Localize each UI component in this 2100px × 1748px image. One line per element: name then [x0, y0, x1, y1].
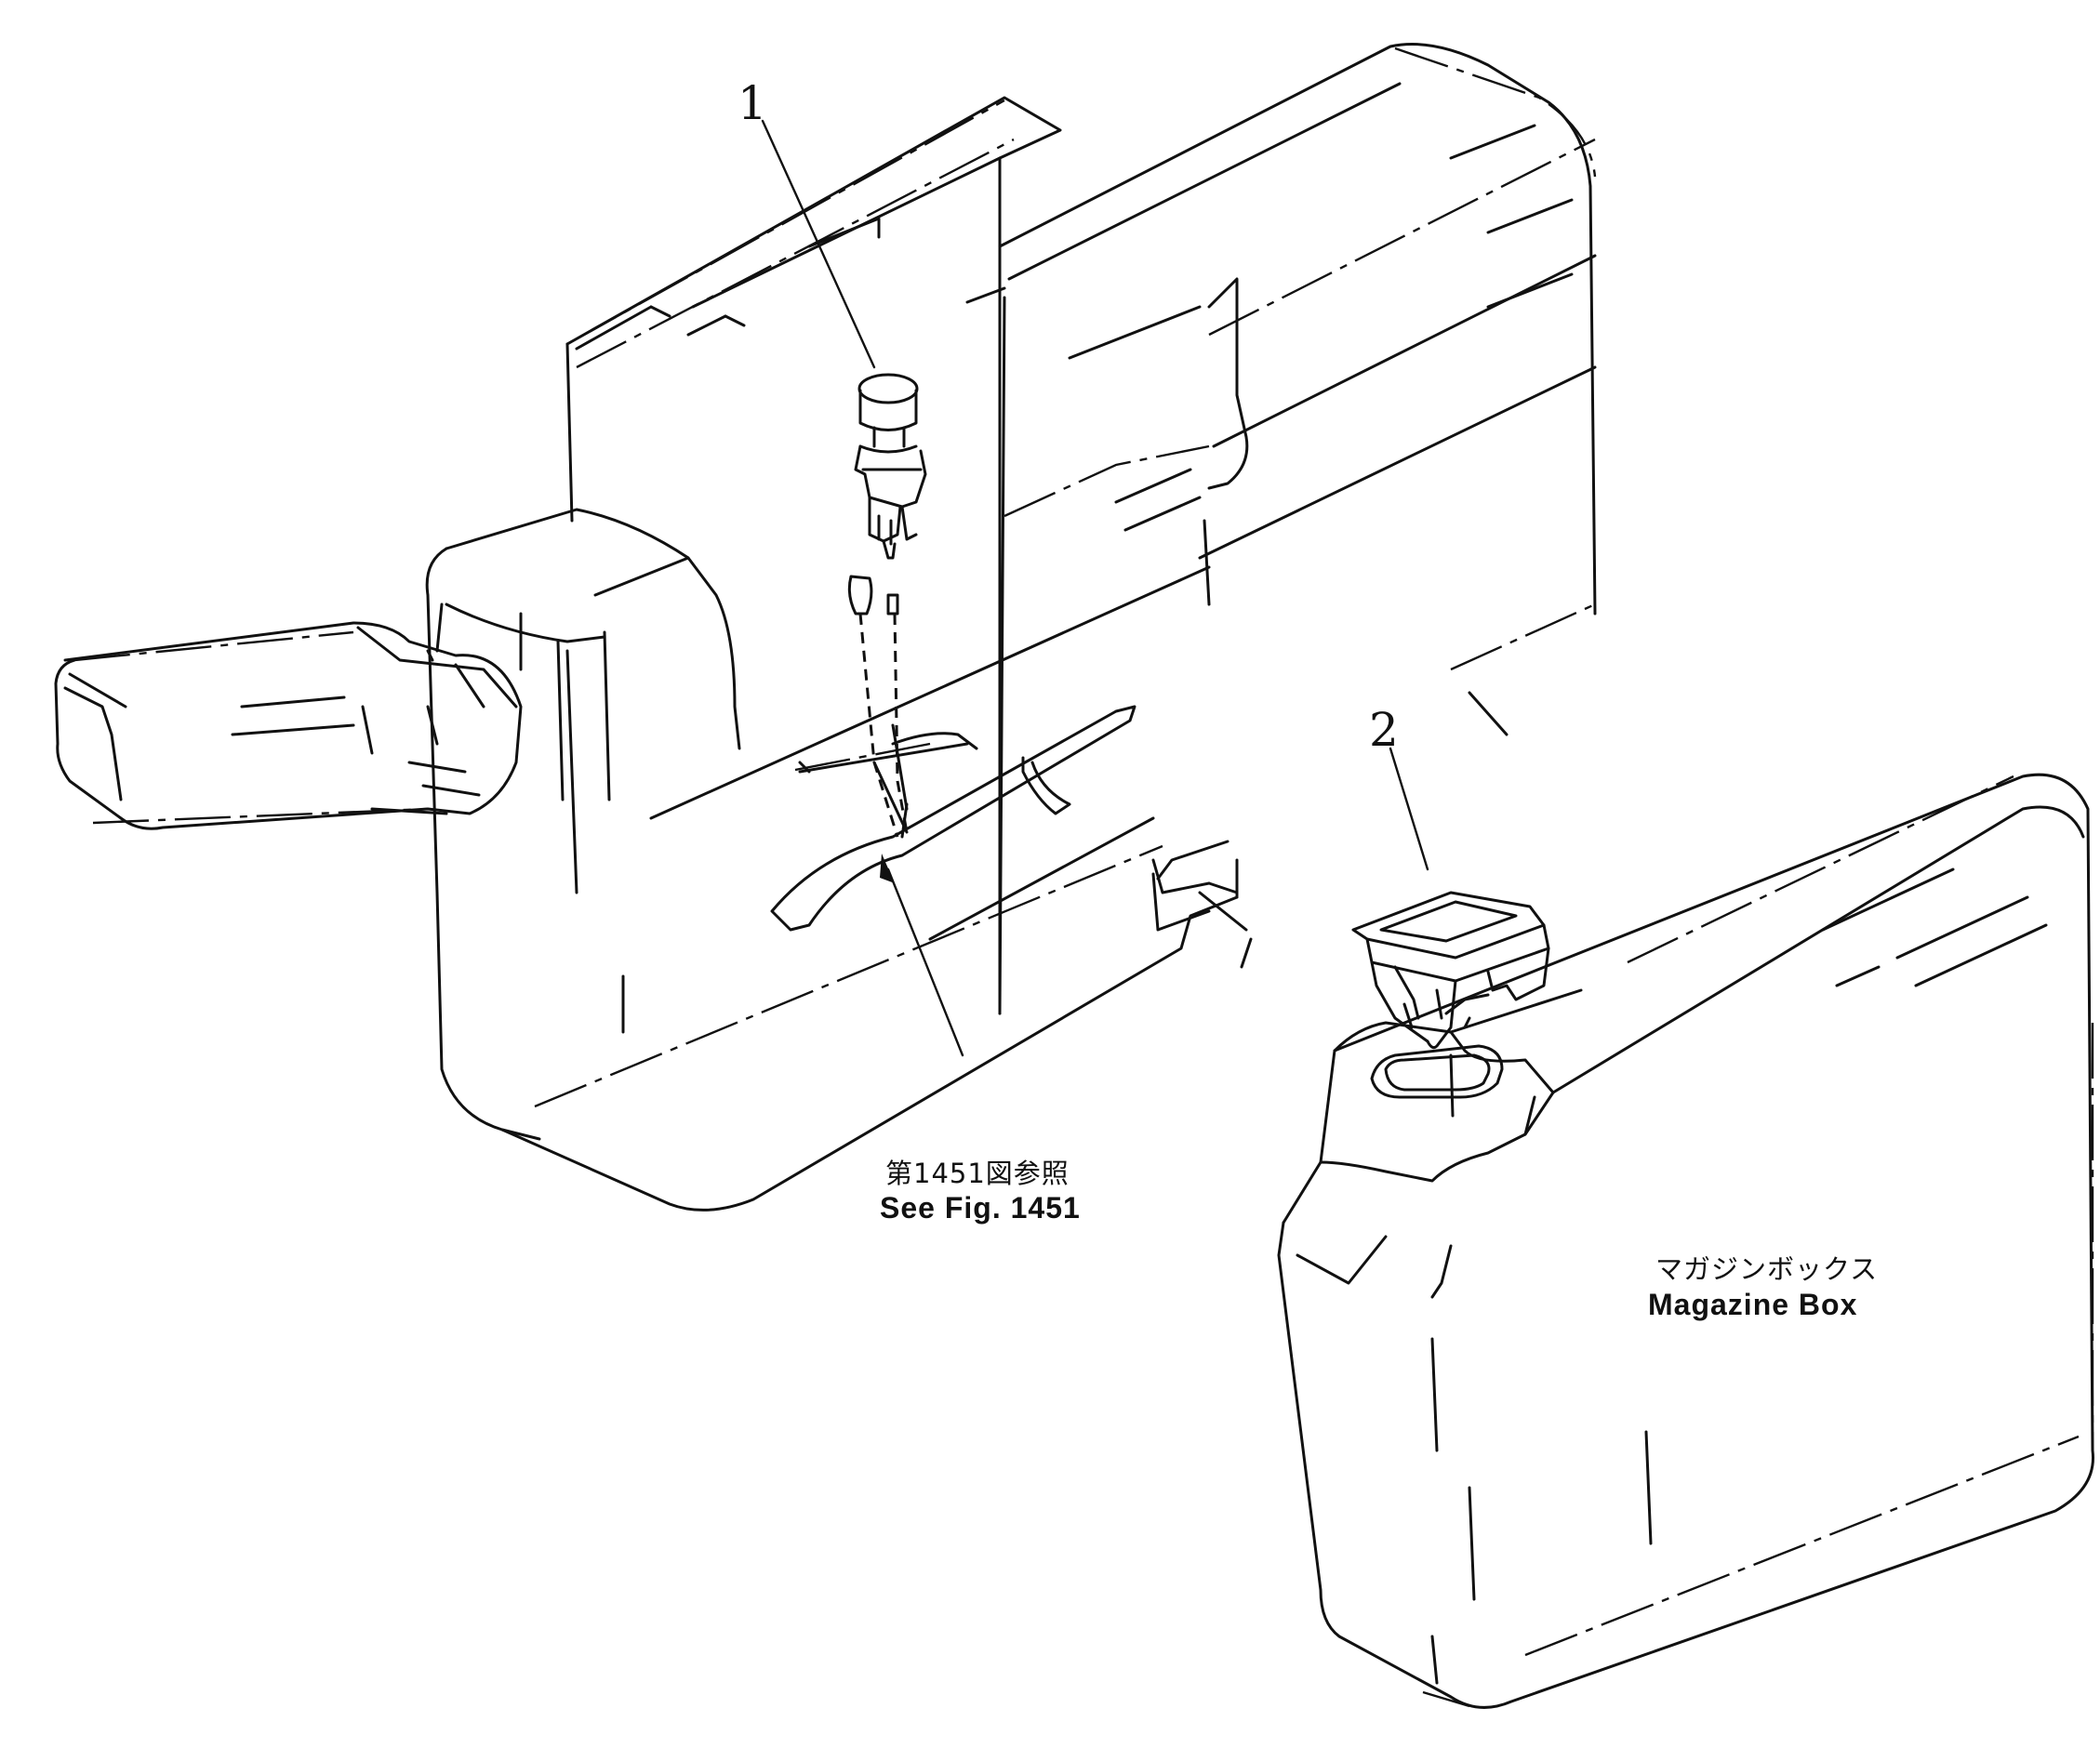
- see-fig-label-jp: 第1451図参照: [885, 1158, 1070, 1189]
- magazine-box: [1277, 773, 2094, 1709]
- leader-arrowhead: [880, 854, 895, 883]
- see-fig-label-en: See Fig. 1451: [880, 1191, 1081, 1225]
- box-lamp: [1351, 891, 1550, 1118]
- console-slot: [770, 705, 1136, 932]
- magazine-box-label-jp: マガジンボックス: [1655, 1253, 1878, 1285]
- arm-pad: [54, 621, 523, 830]
- callout-1: 1: [738, 76, 767, 130]
- leader-line-1: [761, 119, 876, 369]
- lighter-wiring: [847, 575, 909, 838]
- magazine-box-label-en: Magazine Box: [1648, 1288, 1857, 1321]
- rear-panel: [565, 96, 1062, 1015]
- armrest-console: [425, 508, 1253, 1212]
- rear-backrest: [998, 43, 1597, 736]
- leader-line-fig: [886, 867, 964, 1057]
- leader-lines: [761, 119, 1429, 1057]
- leader-line-2: [1389, 747, 1429, 871]
- callout-2: 2: [1369, 703, 1399, 757]
- cigarette-lighter: [854, 373, 927, 560]
